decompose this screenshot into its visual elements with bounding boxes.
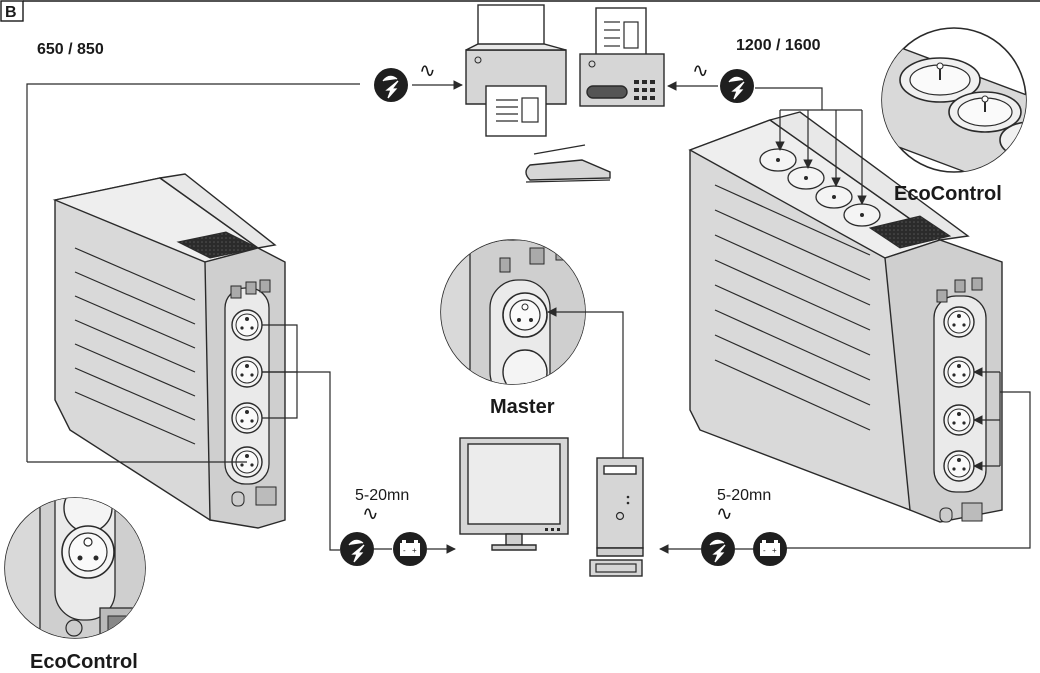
ac-symbol: ∿ — [419, 60, 436, 82]
ac-symbol: ∿ — [692, 60, 709, 82]
right-outlet-bracket — [757, 367, 1031, 549]
panel-letter: B — [5, 4, 17, 21]
right-ups-top-outlets — [759, 148, 881, 227]
surge-protection-icon — [719, 68, 755, 104]
left-ups-device — [52, 173, 286, 529]
master-label: Master — [490, 396, 555, 418]
right-top-outlet-links — [755, 87, 867, 205]
surge-protection-icon — [700, 531, 736, 567]
surge-protection-icon — [339, 531, 375, 567]
ecocontrol-label-left: EcoControl — [30, 651, 138, 673]
right-battery-link: 5-20mn ∿ — [659, 487, 787, 567]
computer-tower-device — [589, 457, 644, 577]
ecocontrol-label-right: EcoControl — [894, 183, 1002, 205]
duration-left: 5-20mn — [355, 487, 409, 504]
ecocontrol-zoom-right — [881, 27, 1027, 173]
battery-backup-icon — [393, 532, 427, 566]
fax-device — [579, 7, 665, 107]
left-ups-vents — [74, 247, 196, 445]
master-zoom — [440, 239, 586, 385]
surge-protection-icon — [373, 67, 409, 103]
printer-device — [465, 4, 567, 137]
monitor-device — [459, 437, 569, 551]
duration-right: 5-20mn — [717, 487, 771, 504]
ecocontrol-zoom-left — [4, 497, 146, 639]
left-model-label: 650 / 850 — [37, 41, 104, 58]
left-battery-link: 5-20mn ∿ — [262, 371, 456, 567]
ac-symbol: ∿ — [716, 503, 733, 525]
scanner-device — [525, 144, 611, 183]
ac-symbol: ∿ — [362, 503, 379, 525]
battery-backup-icon — [753, 532, 787, 566]
right-ups-vents — [714, 184, 871, 431]
right-ups-device — [688, 111, 1003, 523]
printer-surge-link: ∿ — [26, 60, 463, 462]
panel-letter-box: B — [0, 0, 24, 22]
right-model-label: 1200 / 1600 — [736, 37, 821, 54]
fax-surge-link: ∿ — [667, 60, 755, 104]
